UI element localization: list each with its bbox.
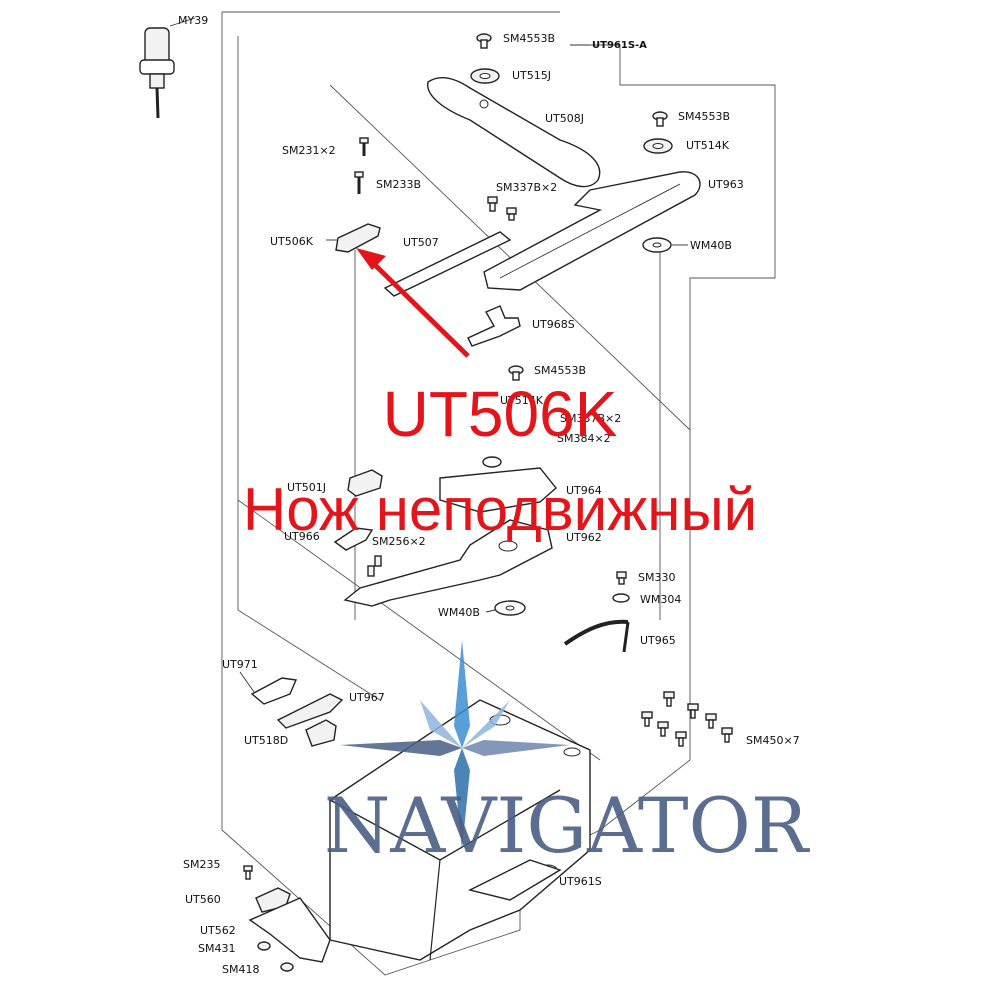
label-ut507: UT507: [403, 236, 439, 249]
label-sm4553b-top: SM4553B: [503, 32, 555, 45]
screws-sm450-icon: [641, 691, 733, 747]
callout-part-code: UT506K: [383, 378, 618, 450]
label-ut562: UT562: [200, 924, 236, 937]
label-sm233b: SM233B: [376, 178, 421, 191]
label-sm256: SM256×2: [372, 535, 426, 548]
label-ut518d: UT518D: [244, 734, 288, 747]
label-ut962: UT962: [566, 531, 602, 544]
label-ut514k: UT514K: [686, 139, 730, 152]
washer-wm304-icon: [612, 593, 630, 603]
lever-ut508j-icon: [427, 77, 601, 188]
label-ut560: UT560: [185, 893, 221, 906]
label-sm4553b-mid: SM4553B: [534, 364, 586, 377]
brand-watermark: NAVIGATOR: [324, 781, 811, 870]
compass-star-watermark-icon: [340, 640, 570, 850]
label-sm337b: SM337B×2: [496, 181, 557, 194]
callout-part-description: Нож неподвижный: [243, 476, 757, 543]
screw-sm233b-icon: [354, 171, 364, 194]
label-wm40b-top: WM40B: [690, 239, 732, 252]
screw-sm4553b-right-icon: [652, 111, 668, 127]
bracket-ut968s-icon: [467, 305, 521, 347]
label-ut971: UT971: [222, 658, 258, 671]
label-wm40b-mid: WM40B: [438, 606, 480, 619]
screw-sm4553b-top-icon: [476, 33, 492, 49]
rod-ut965-icon: [563, 619, 629, 646]
plate-ut962-icon: [343, 519, 553, 607]
label-ut514k-mid: UT514K: [500, 394, 544, 407]
label-my39: MY39: [178, 14, 208, 27]
assembly-code: UT961S-A: [592, 40, 647, 51]
block-ut501j-icon: [347, 469, 383, 497]
label-sm450: SM450×7: [746, 734, 800, 747]
callout-arrow: [356, 248, 470, 358]
label-sm337b-mid: SM337B×2: [560, 412, 621, 425]
part-ut967-icon: [276, 693, 344, 729]
label-sm418: SM418: [222, 963, 259, 976]
assembly-outline: [221, 11, 776, 976]
label-sm431: SM431: [198, 942, 235, 955]
washer-mid-icon: [482, 456, 502, 468]
plate-ut964-icon: [439, 467, 557, 513]
label-ut965: UT965: [640, 634, 676, 647]
screw-sm431-icon: [257, 941, 271, 951]
block-ut518d-icon: [305, 719, 337, 747]
screw-sm231-icon: [359, 137, 369, 156]
label-sm235: SM235: [183, 858, 220, 871]
screw-sm337b-icon: [487, 196, 517, 221]
label-ut506k: UT506K: [270, 235, 314, 248]
label-wm304: WM304: [640, 593, 681, 606]
screw-sm418-icon: [280, 962, 294, 972]
label-ut515j: UT515J: [512, 69, 551, 82]
label-sm231: SM231×2: [282, 144, 336, 157]
plate-ut562-icon: [248, 897, 331, 963]
screw-sm235-icon: [243, 865, 253, 880]
label-sm4553b-right: SM4553B: [678, 110, 730, 123]
label-ut966: UT966: [284, 530, 320, 543]
label-ut967: UT967: [349, 691, 385, 704]
label-ut963: UT963: [708, 178, 744, 191]
label-ut964: UT964: [566, 484, 602, 497]
label-ut961s: UT961S: [559, 875, 602, 888]
screw-sm330-icon: [616, 571, 627, 585]
bar-ut507-icon: [383, 231, 512, 297]
label-ut501j: UT501J: [287, 481, 326, 494]
label-ut508j: UT508J: [545, 112, 584, 125]
my39-screwdriver-icon: [139, 17, 196, 119]
label-sm330: SM330: [638, 571, 675, 584]
screw-sm4553b-mid-icon: [508, 365, 524, 381]
screw-sm256-icon: [367, 555, 382, 577]
label-ut968s: UT968S: [532, 318, 575, 331]
label-sm384: SM384×2: [557, 432, 611, 445]
knife-ut506k-icon: [335, 223, 381, 253]
part-ut971-icon: [250, 677, 298, 705]
part-ut966-icon: [333, 527, 374, 551]
